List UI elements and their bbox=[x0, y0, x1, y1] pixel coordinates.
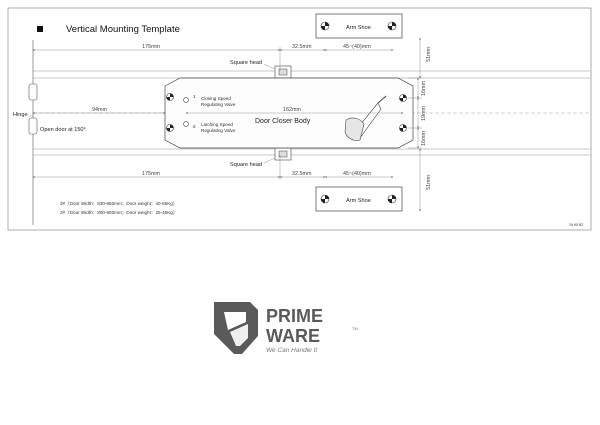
latching-valve-icon bbox=[183, 121, 189, 127]
spec-2-line: 2#（Door Width：800-900mm；Door weight：25-4… bbox=[60, 210, 177, 216]
square-head-bottom-label: Square head bbox=[230, 162, 262, 168]
prime-ware-logo-icon bbox=[214, 302, 258, 354]
square-head-bottom bbox=[274, 147, 292, 161]
screw-hole-icon bbox=[387, 194, 397, 204]
closing-valve-label-2: Regulating Valve bbox=[201, 102, 236, 107]
template-frame bbox=[7, 7, 592, 231]
brand-tagline: We Can Handle It bbox=[266, 347, 318, 354]
valve-number-2: 2 bbox=[193, 124, 196, 129]
hinge-icon bbox=[28, 83, 38, 101]
arm-shoe-bottom bbox=[315, 186, 403, 212]
latching-valve-label-1: Latching Speed bbox=[201, 122, 233, 127]
screw-hole-icon bbox=[320, 21, 330, 31]
screw-hole-icon bbox=[166, 124, 174, 132]
screw-hole-icon bbox=[320, 194, 330, 204]
dim-4540-bottom-label: 45~(40)mm bbox=[343, 171, 371, 177]
square-head-top bbox=[274, 65, 292, 79]
arm-shoe-top-label: Arm Shoe bbox=[346, 25, 371, 31]
door-closer-body-label: Door Closer Body bbox=[255, 118, 311, 125]
spec-3-line: 3#（Door Width：830-950mm；Door weight：40-6… bbox=[60, 201, 177, 207]
open-door-label: Open door at 150° bbox=[40, 127, 86, 133]
brand-name-line1: PRIME bbox=[266, 306, 323, 326]
square-head-top-label: Square head bbox=[230, 60, 262, 66]
closing-valve-icon bbox=[183, 97, 189, 103]
arm-shoe-top bbox=[315, 13, 403, 39]
valve-number-1: 1 bbox=[193, 94, 196, 99]
arm-shoe-bottom-label: Arm Shoe bbox=[346, 198, 371, 204]
template-code: 19 95 B2 bbox=[569, 223, 583, 227]
brand-name-line2: WARE bbox=[266, 326, 320, 346]
template-title: Vertical Mounting Template bbox=[66, 24, 180, 35]
title-bullet bbox=[37, 26, 43, 32]
dim-94-label: 94mm bbox=[92, 107, 107, 113]
leader-line bbox=[263, 63, 276, 70]
dim-175-bottom-label: 175mm bbox=[142, 171, 160, 177]
latching-valve-label-2: Regulating Valve bbox=[201, 128, 236, 133]
screw-hole-icon bbox=[399, 94, 407, 102]
dim-4540-top-label: 45~(40)mm bbox=[343, 44, 371, 50]
screw-hole-icon bbox=[399, 124, 407, 132]
dim-51-top-label: 51mm bbox=[426, 47, 432, 62]
screw-hole-icon bbox=[387, 21, 397, 31]
leader-line bbox=[263, 157, 276, 164]
dim-16-b-label: 16mm bbox=[421, 131, 427, 146]
dim-16-a-label: 16mm bbox=[421, 81, 427, 96]
hinge-icon bbox=[28, 117, 38, 135]
brand-trademark: TM bbox=[352, 326, 358, 331]
dim-175-top-label: 175mm bbox=[142, 44, 160, 50]
closing-valve-label-1: Closing Speed bbox=[201, 96, 231, 101]
hinge-label: Hinge bbox=[13, 112, 28, 118]
screw-hole-icon bbox=[166, 93, 174, 101]
dim-325-bottom-label: 32.5mm bbox=[292, 171, 312, 177]
dim-325-top-label: 32.5mm bbox=[292, 44, 312, 50]
dim-51-bottom-label: 51mm bbox=[426, 175, 432, 190]
dim-162-label: 162mm bbox=[283, 107, 301, 113]
dim-19-label: 19mm bbox=[421, 106, 427, 121]
